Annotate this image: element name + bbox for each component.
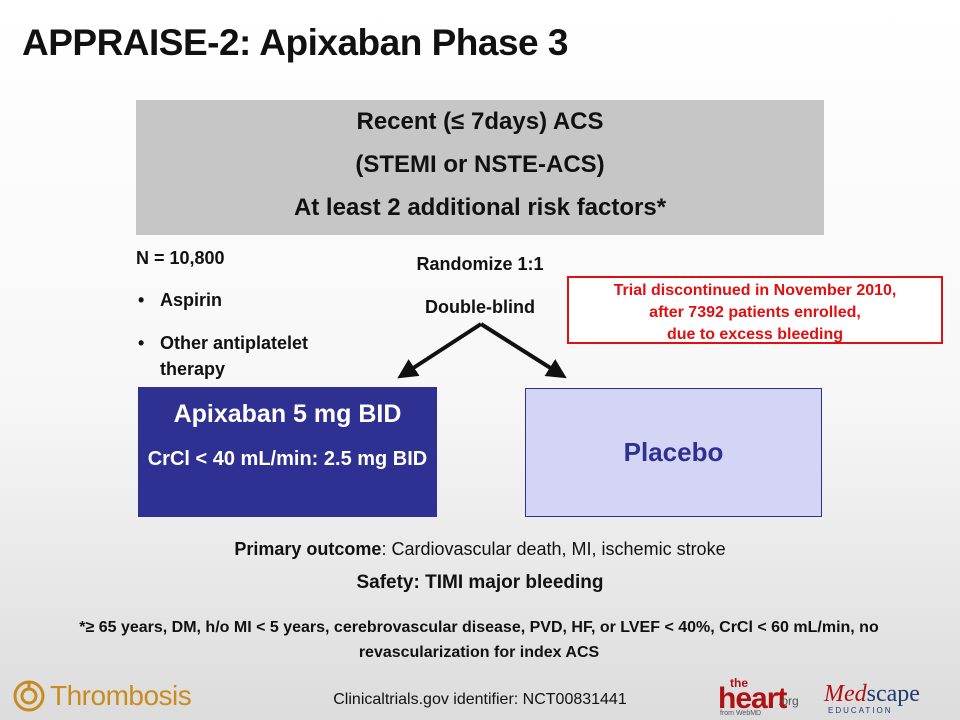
trial-identifier: Clinicaltrials.gov identifier: NCT008314…: [333, 691, 627, 708]
background-therapy-list: Aspirin Other antiplatelet therapy: [138, 287, 353, 399]
criteria-line-2: (STEMI or NSTE-ACS): [355, 151, 605, 178]
apixaban-arm-box: Apixaban 5 mg BID CrCl < 40 mL/min: 2.5 …: [138, 387, 437, 517]
thrombosis-swirl-icon: [13, 680, 45, 712]
risk-factor-footnote: *≥ 65 years, DM, h/o MI < 5 years, cereb…: [79, 619, 879, 661]
list-item: Aspirin: [138, 287, 353, 313]
apixaban-renal-dose: CrCl < 40 mL/min: 2.5 mg BID: [147, 448, 428, 470]
sample-size: N = 10,800: [136, 248, 225, 268]
medscape-logo: Medscape EDUCATION: [824, 681, 934, 715]
arrow-to-apixaban: [397, 322, 483, 379]
slide-title: APPRAISE-2: Apixaban Phase 3: [22, 22, 568, 63]
thrombosis-logo: Thrombosis: [12, 679, 192, 713]
blinding-label: Double-blind: [425, 297, 535, 317]
medscape-education: EDUCATION: [828, 706, 893, 715]
primary-outcome-text: : Cardiovascular death, MI, ischemic str…: [381, 539, 726, 559]
alert-line-2: after 7392 patients enrolled,: [649, 304, 861, 321]
primary-outcome: Primary outcome: Cardiovascular death, M…: [0, 539, 960, 560]
randomization-arrows: [397, 322, 567, 379]
alert-line-3: due to excess bleeding: [666, 326, 844, 343]
discontinuation-alert: Trial discontinued in November 2010, aft…: [567, 276, 943, 344]
theheart-the: the: [730, 676, 748, 690]
list-item: Other antiplatelet therapy: [138, 330, 353, 382]
theheart-heart: heart: [718, 682, 787, 715]
apixaban-dose: Apixaban 5 mg BID: [173, 400, 402, 428]
criteria-line-3: At least 2 additional risk factors*: [293, 194, 667, 221]
medscape-med: Med: [824, 681, 867, 707]
theheart-org: .org: [778, 694, 799, 708]
arrow-to-placebo: [479, 322, 567, 379]
placebo-arm-box: Placebo: [525, 388, 822, 517]
primary-outcome-label: Primary outcome: [234, 539, 382, 559]
thrombosis-wordmark: Thrombosis: [50, 680, 192, 711]
alert-line-1: Trial discontinued in November 2010,: [613, 282, 897, 299]
randomize-label: Randomize 1:1: [416, 254, 544, 274]
criteria-line-1: Recent (≤ 7days) ACS: [356, 108, 604, 135]
medscape-scape: scape: [866, 681, 920, 707]
safety-outcome: Safety: TIMI major bleeding: [356, 572, 604, 593]
placebo-label: Placebo: [623, 437, 724, 467]
inclusion-criteria-box: Recent (≤ 7days) ACS (STEMI or NSTE-ACS)…: [136, 100, 824, 235]
theheart-from: from WebMD: [720, 710, 762, 717]
theheart-logo: the heart .org from WebMD: [716, 676, 806, 718]
